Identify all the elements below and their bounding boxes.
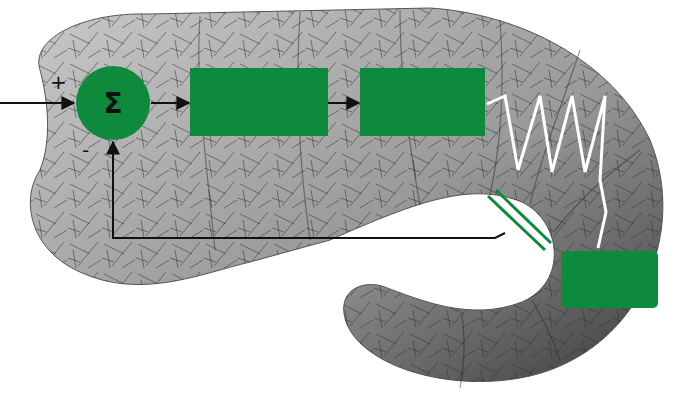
node-text: Σ bbox=[103, 87, 122, 120]
summing-junction: Σ bbox=[76, 66, 150, 140]
feedback-line bbox=[113, 142, 505, 238]
green-block bbox=[561, 251, 658, 308]
sensor-plate bbox=[488, 196, 545, 250]
sensor-plate bbox=[496, 190, 551, 243]
spring-symbol bbox=[487, 96, 606, 248]
sign-label: + bbox=[50, 72, 67, 92]
green-block bbox=[190, 68, 328, 136]
sign-label: - bbox=[82, 140, 89, 160]
green-block bbox=[360, 68, 485, 136]
